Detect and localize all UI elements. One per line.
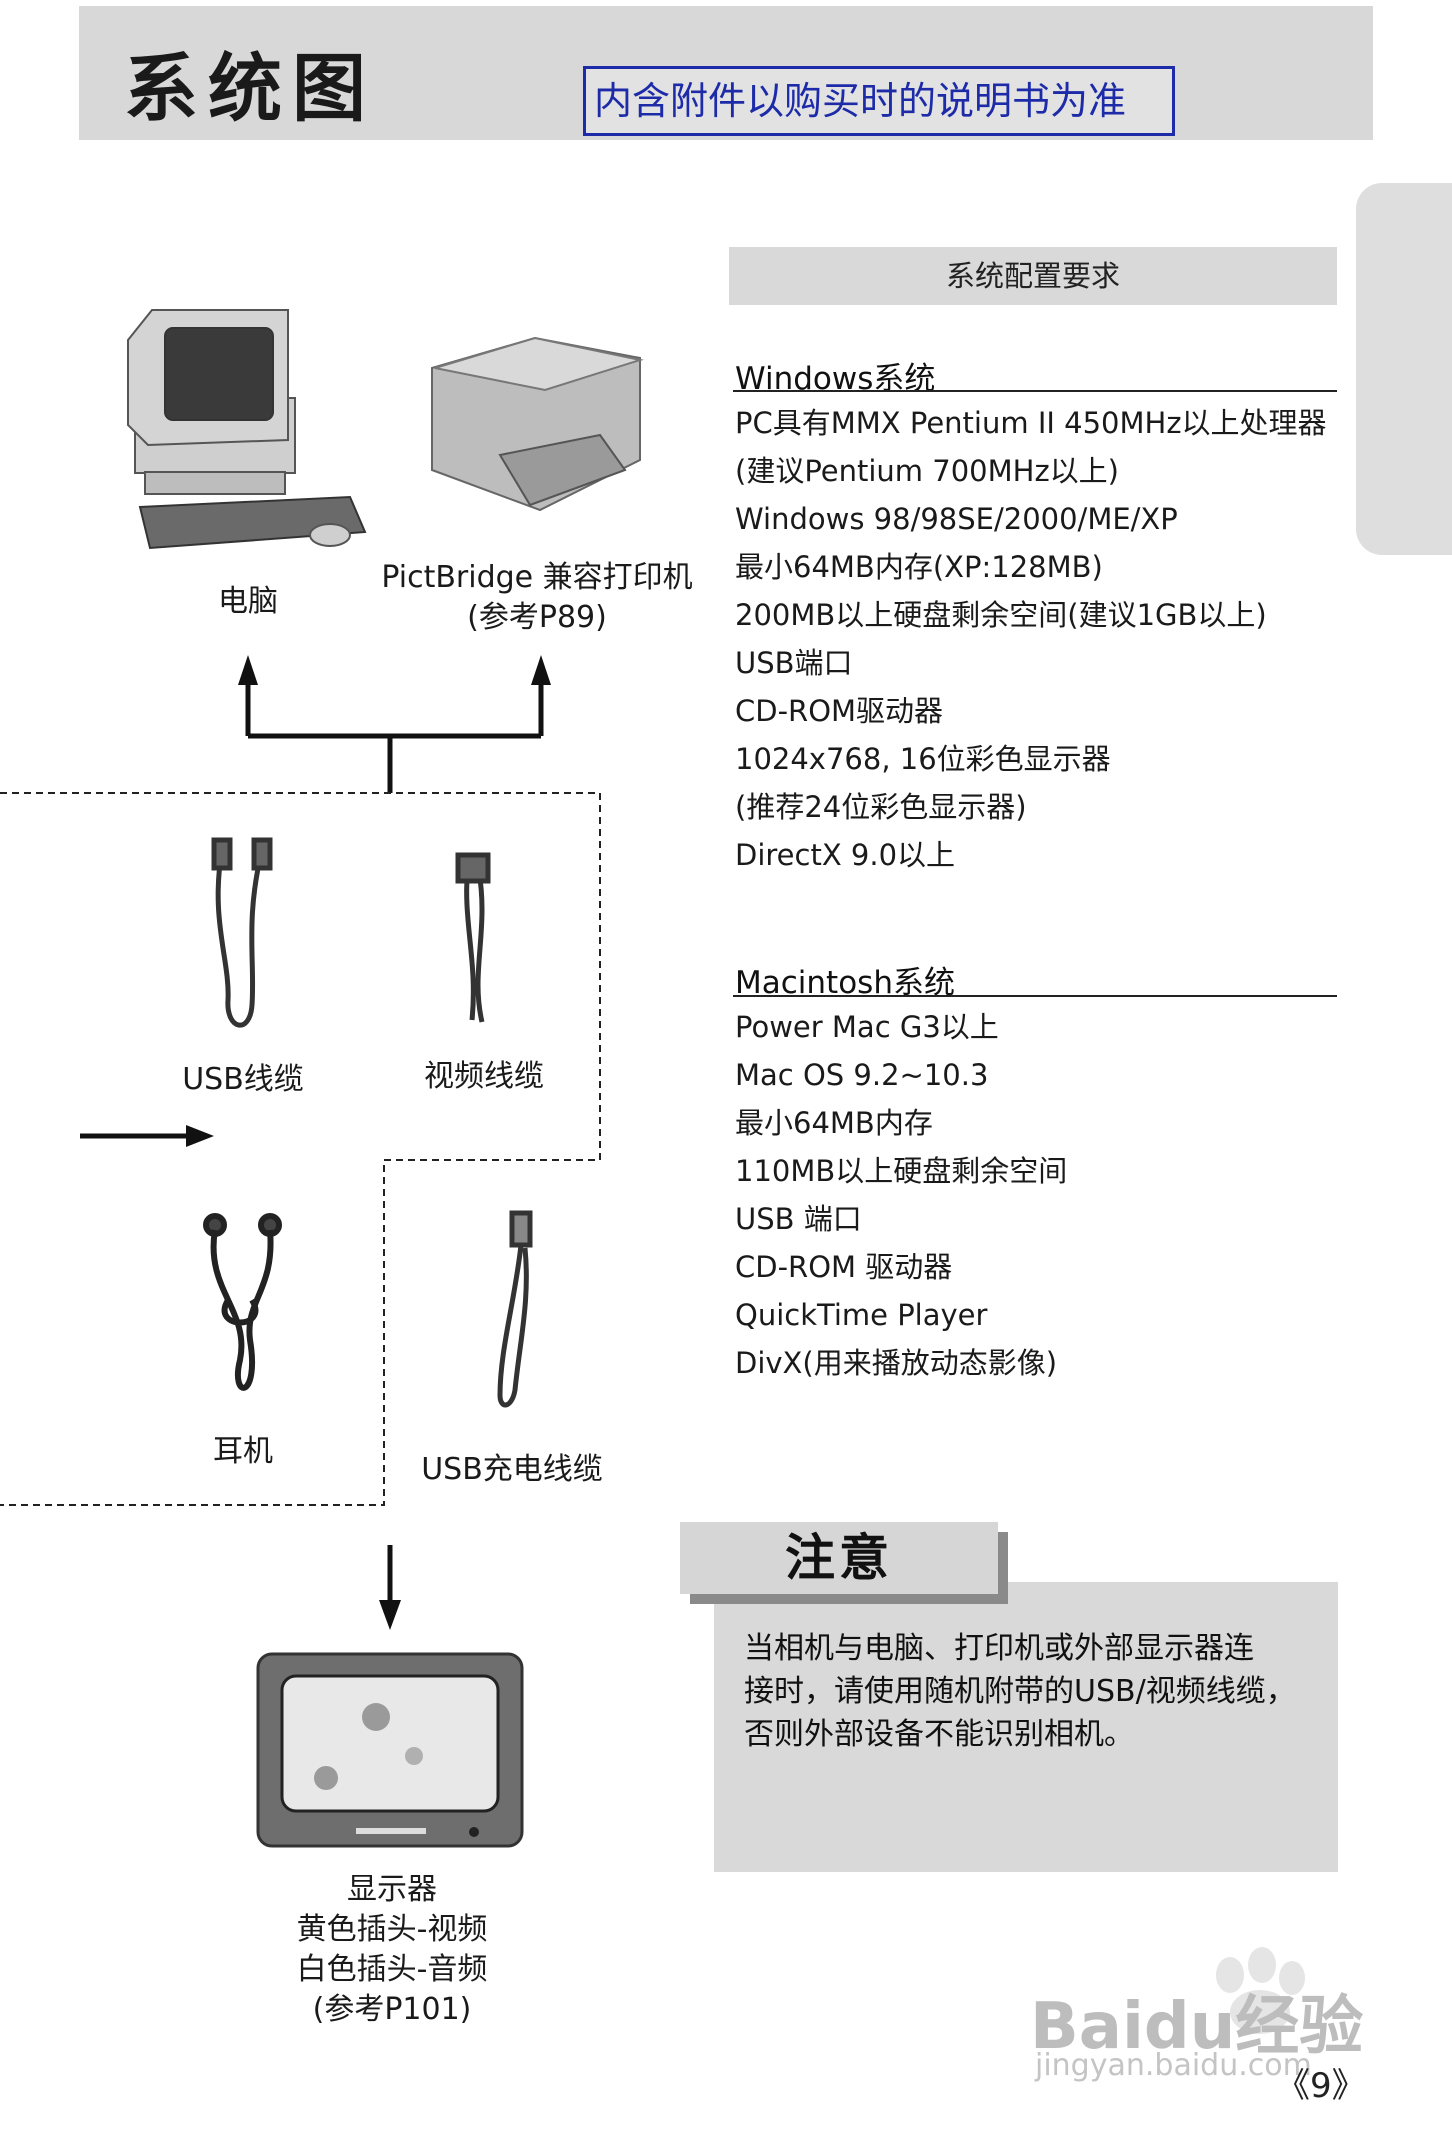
mac-spec-line: USB 端口 xyxy=(735,1202,862,1236)
printer-label: PictBridge 兼容打印机 xyxy=(381,560,693,595)
mac-spec-line: 110MB以上硬盘剩余空间 xyxy=(735,1154,1068,1188)
mac-spec-line: DivX(用来播放动态影像) xyxy=(735,1346,1058,1380)
windows-spec-line: (建议Pentium 700MHz以上) xyxy=(735,454,1119,488)
mac-spec-line: 最小64MB内存 xyxy=(735,1106,933,1140)
requirements-heading: 系统配置要求 xyxy=(729,247,1337,305)
earphone-label: 耳机 xyxy=(213,1434,273,1469)
earphone-icon xyxy=(203,1213,282,1391)
monitor-icon xyxy=(256,1652,524,1848)
mac-spec-line: QuickTime Player xyxy=(735,1298,988,1332)
mac-rule xyxy=(733,995,1337,997)
windows-spec-line: DirectX 9.0以上 xyxy=(735,838,956,872)
arrow-down-head xyxy=(379,1600,401,1630)
windows-spec-line: USB端口 xyxy=(735,646,853,680)
usb-charge-cable-label: USB充电线缆 xyxy=(421,1452,603,1487)
usb-cable-label: USB线缆 xyxy=(182,1062,304,1097)
printer-icon xyxy=(431,336,644,512)
windows-spec-line: (推荐24位彩色显示器) xyxy=(735,790,1027,824)
caution-title: 注意 xyxy=(680,1522,998,1594)
windows-spec-line: Windows 98/98SE/2000/ME/XP xyxy=(735,502,1178,536)
mac-spec-line: CD-ROM 驱动器 xyxy=(735,1250,953,1284)
video-cable-icon xyxy=(455,852,491,1023)
caution-text-line: 当相机与电脑、打印机或外部显示器连 xyxy=(744,1631,1254,1666)
video-cable-label: 视频线缆 xyxy=(424,1059,544,1094)
windows-spec-line: 最小64MB内存(XP:128MB) xyxy=(735,550,1103,584)
baidu-paw-logo xyxy=(1216,1947,1305,2034)
mac-spec-line: Power Mac G3以上 xyxy=(735,1010,999,1044)
accessory-dashed-border xyxy=(0,792,601,1506)
page-title: 系统图 xyxy=(124,46,376,132)
printer-reference: (参考P89) xyxy=(467,600,607,635)
watermark-url: jingyan.baidu.com xyxy=(1035,2048,1312,2083)
mac-spec-line: Mac OS 9.2~10.3 xyxy=(735,1058,989,1092)
computer-label: 电脑 xyxy=(218,584,278,619)
computer-icon xyxy=(127,309,367,550)
monitor-label: 显示器 xyxy=(347,1872,437,1907)
watermark-text: Baidu经验 xyxy=(1030,1990,1364,2064)
windows-spec-line: CD-ROM驱动器 xyxy=(735,694,944,728)
arrow-up-computer xyxy=(238,655,258,685)
monitor-video-plug-label: 黄色插头-视频 xyxy=(296,1912,488,1947)
windows-spec-line: 200MB以上硬盘剩余空间(建议1GB以上) xyxy=(735,598,1267,632)
monitor-audio-plug-label: 白色插头-音频 xyxy=(296,1952,488,1987)
caution-box xyxy=(714,1582,1338,1872)
page-number: 《9》 xyxy=(1276,2066,1366,2106)
windows-rule xyxy=(733,390,1337,392)
accessory-notice: 内含附件以购买时的说明书为准 xyxy=(583,66,1175,136)
caution-text-line: 否则外部设备不能识别相机。 xyxy=(744,1717,1134,1752)
windows-spec-line: 1024x768, 16位彩色显示器 xyxy=(735,742,1111,776)
caution-text-line: 接时，请使用随机附带的USB/视频线缆， xyxy=(744,1674,1296,1709)
arrow-up-printer xyxy=(531,655,551,685)
windows-spec-line: PC具有MMX Pentium II 450MHz以上处理器 xyxy=(735,406,1327,440)
arrow-right-head xyxy=(186,1125,214,1147)
usb-charge-cable-icon xyxy=(497,1210,533,1408)
monitor-reference: (参考P101) xyxy=(312,1992,472,2027)
side-tab xyxy=(1356,183,1452,555)
usb-cable-icon xyxy=(211,837,273,1028)
connection-lines xyxy=(245,680,544,793)
system-diagram xyxy=(0,309,644,1848)
